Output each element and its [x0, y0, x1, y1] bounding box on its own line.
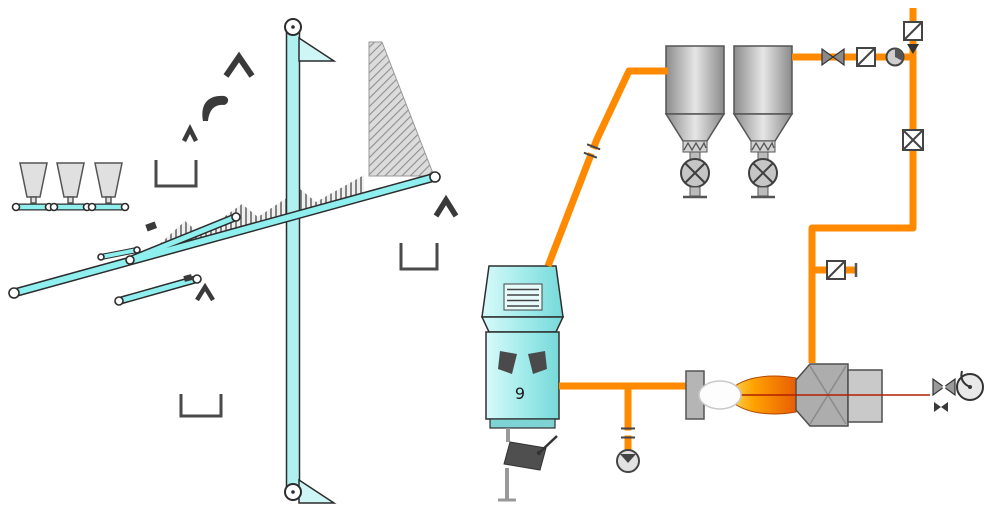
- elevator-boot-spout: [298, 478, 337, 504]
- feed-hopper-2: [56, 162, 85, 204]
- chevron-symbol-icon: [195, 282, 215, 302]
- transfer-conveyor-upper: [127, 214, 239, 263]
- pipe-valves: [616, 21, 924, 473]
- mill-body: [485, 331, 560, 420]
- bowtie-valve-icon: [821, 47, 845, 67]
- reject-flap-gate: [498, 428, 558, 502]
- feed-hopper-1: [19, 162, 48, 204]
- grinding-mill-classifier: 9: [480, 265, 565, 429]
- flap-gate-icon: [503, 441, 547, 471]
- burner-rear-block: [847, 369, 883, 423]
- small-feeder-conveyor: [99, 248, 139, 259]
- bucket-elevator: [284, 18, 337, 504]
- flap-lever: [538, 435, 558, 454]
- silo-to-burner-pipe: [792, 53, 917, 363]
- conveyor-belts: [11, 174, 438, 304]
- compensator-zigzag: [751, 141, 775, 152]
- primary-air-system: [932, 370, 984, 412]
- chevron-symbol-icon: [181, 123, 199, 143]
- magnet-separator-icon: [202, 95, 229, 121]
- chevron-symbol-icon: [433, 194, 459, 218]
- storage-wall: [368, 41, 435, 177]
- storage-silos: [664, 45, 794, 199]
- conveyor-pulleys: [8, 171, 441, 306]
- drive-unit-icon: [145, 221, 158, 232]
- mill-paddle-left: [498, 351, 517, 374]
- elevator-top-spout: [298, 36, 337, 62]
- kiln-burner-assembly: [685, 363, 930, 427]
- bin-bracket-icon: [179, 394, 223, 418]
- damper-bowtie-icon: [932, 377, 956, 397]
- drive-unit-icon: [183, 274, 193, 282]
- mill-number-label: 9: [515, 384, 525, 403]
- primary-air-fan-icon: [956, 370, 984, 401]
- elevator-casing: [285, 26, 301, 493]
- feed-hoppers: [19, 162, 123, 204]
- flame-front-ellipse: [698, 380, 742, 410]
- transfer-conveyor-lower: [116, 276, 200, 304]
- branch-gate-valve-icon: [826, 260, 846, 280]
- closed-slide-valve-icon: [902, 129, 924, 151]
- small-damper-icon: [934, 402, 948, 412]
- top-gate-valve-icon: [903, 21, 923, 41]
- gate-valve-icon: [856, 47, 876, 67]
- pipe-flanges: [583, 143, 636, 439]
- chevron-symbol-icon: [223, 51, 255, 78]
- main-inclined-conveyor: [11, 174, 438, 296]
- bin-bracket-icon: [399, 243, 439, 271]
- mill-neck: [480, 316, 565, 333]
- storage-silo-1: [664, 45, 726, 199]
- compensator-zigzag: [683, 141, 707, 152]
- bin-bracket-icon: [154, 160, 198, 188]
- transfer-symbols: [145, 51, 459, 418]
- mill-to-silo-pipe: [544, 67, 668, 268]
- mill-paddle-right: [528, 351, 547, 374]
- feed-hopper-3: [94, 162, 123, 204]
- storage-silo-2: [732, 45, 794, 199]
- butterfly-valve-icon: [616, 449, 640, 473]
- flow-arrow-icon: [907, 44, 919, 54]
- inline-device-icon: [885, 47, 905, 67]
- mill-base: [489, 418, 556, 429]
